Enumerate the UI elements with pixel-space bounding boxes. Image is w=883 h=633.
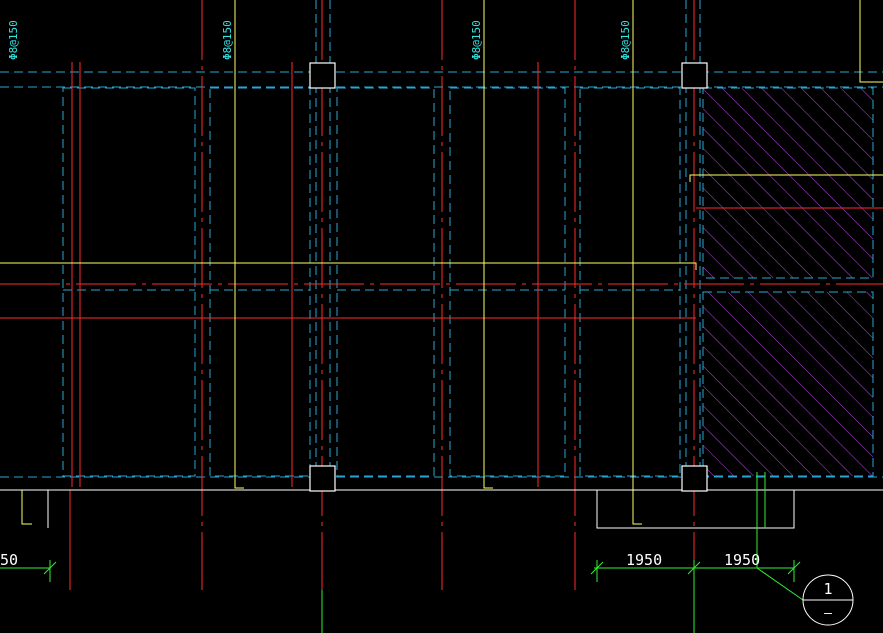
rebar-label: Φ8@150 (470, 20, 483, 60)
column-square (309, 465, 336, 492)
dimension-lines (0, 472, 804, 633)
rebar-label: Φ8@150 (221, 20, 234, 60)
rebar-label: Φ8@150 (7, 20, 20, 60)
rebar-label: Φ8@150 (619, 20, 632, 60)
column-square (681, 62, 708, 89)
beam-dashed-lines (0, 0, 883, 490)
red-grid-lines (0, 0, 883, 590)
column-square (309, 62, 336, 89)
section-marker-number: 1 (823, 580, 832, 598)
dimension-text-left: 50 (0, 551, 18, 569)
white-outline-lines (0, 489, 883, 529)
column-squares (309, 62, 708, 492)
dimension-text-second: 1950 (724, 551, 760, 569)
dimension-text-first: 1950 (626, 551, 662, 569)
yellow-rebar-lines (0, 0, 883, 525)
hatched-slab-panels (702, 87, 874, 477)
column-square (681, 465, 708, 492)
dimension-texts: 50 1950 1950 (0, 551, 760, 569)
section-marker-sheet: – (824, 606, 832, 621)
rebar-labels: Φ8@150 Φ8@150 Φ8@150 Φ8@150 (7, 20, 632, 60)
section-marker[interactable]: 1 – (802, 574, 854, 626)
